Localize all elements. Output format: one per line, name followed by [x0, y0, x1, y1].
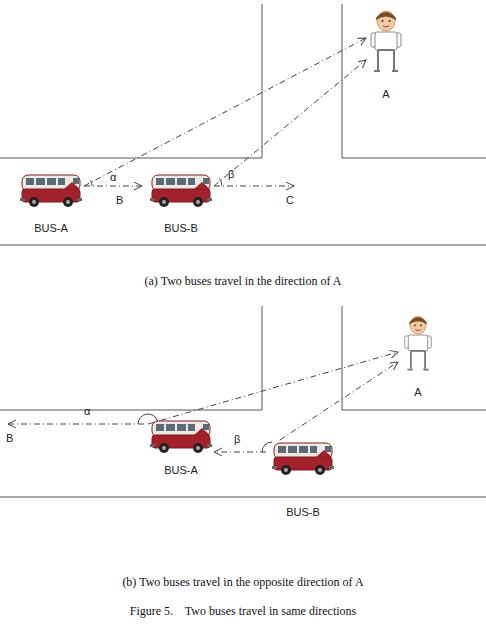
direction-label: α — [84, 405, 90, 418]
bus-icon — [150, 172, 212, 208]
direction-label: α — [110, 171, 116, 184]
person-label: A — [398, 386, 438, 399]
road-edge — [342, 4, 486, 158]
bus-figure: BUS-A — [148, 418, 214, 477]
direction-label: β — [234, 433, 240, 446]
bus-figure: BUS-A — [18, 172, 84, 235]
bus-label: BUS-A — [148, 464, 214, 477]
direction-label: β — [228, 168, 234, 181]
figure-caption: Figure 5. Two buses travel in same direc… — [0, 604, 486, 618]
bus-icon — [150, 175, 212, 207]
direction-arrows — [8, 186, 294, 452]
angle-arc — [91, 181, 92, 187]
direction-arrow — [214, 186, 294, 187]
road-edge — [0, 4, 262, 158]
direction-arrow — [8, 424, 144, 425]
bus-label: BUS-A — [18, 222, 84, 235]
sight-line-arrow — [84, 38, 366, 186]
bus-icon — [272, 440, 334, 476]
person-figure: A — [398, 312, 438, 399]
person-icon — [371, 11, 401, 71]
direction-label: C — [286, 194, 294, 207]
person-icon — [368, 6, 404, 76]
bus-icon — [20, 172, 82, 208]
sight-line-arrow — [214, 60, 366, 186]
angle-arcs — [91, 178, 272, 452]
road-edge — [0, 497, 486, 498]
bus-icon — [150, 421, 212, 453]
bus-icon — [150, 418, 212, 454]
panel-caption: (a) Two buses travel in the direction of… — [0, 274, 486, 288]
bus-icon — [272, 443, 334, 475]
bus-icon — [20, 175, 82, 207]
sight-line-arrow — [280, 362, 398, 440]
person-icon — [405, 316, 432, 369]
road-lines — [0, 4, 486, 497]
direction-arrow — [214, 452, 266, 453]
bus-figure: BUS-B — [148, 172, 214, 235]
sight-line-arrow — [148, 352, 398, 424]
road-edge — [0, 306, 262, 410]
person-icon — [400, 312, 436, 374]
direction-label: B — [116, 194, 123, 207]
person-label: A — [366, 88, 406, 101]
person-figure: A — [366, 6, 406, 101]
angle-arc — [262, 442, 272, 452]
bus-figure: BUS-B — [270, 440, 336, 519]
panel-caption: (b) Two buses travel in the opposite dir… — [0, 575, 486, 589]
road-edge — [342, 306, 486, 410]
bus-label: BUS-B — [148, 222, 214, 235]
direction-arrow — [84, 186, 142, 187]
bus-label: BUS-B — [270, 506, 336, 519]
direction-label: B — [6, 432, 13, 445]
road-edge — [0, 245, 486, 246]
